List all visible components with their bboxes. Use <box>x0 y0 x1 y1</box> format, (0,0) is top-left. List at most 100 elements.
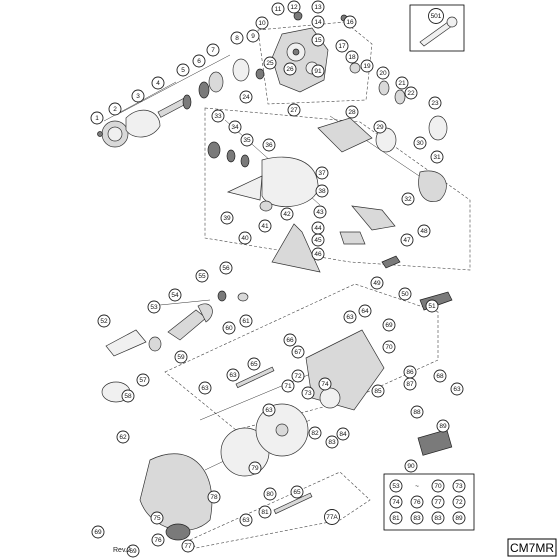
callout-label: 8 <box>235 35 239 42</box>
part-callout: 58 <box>121 389 135 403</box>
part-callout: 86 <box>403 365 417 379</box>
part-callout: 65 <box>290 485 304 499</box>
callout-label: 28 <box>348 109 356 116</box>
callout-label: 88 <box>413 409 421 416</box>
callout-circle <box>308 426 322 440</box>
callout-circle <box>226 368 240 382</box>
part-callout: 10 <box>255 16 269 30</box>
callout-label: 80 <box>266 491 274 498</box>
callout-circle <box>291 369 305 383</box>
part-callout: 34 <box>228 120 242 134</box>
callout-circle <box>382 318 396 332</box>
part-callout: 71 <box>281 379 295 393</box>
part-callout: 61 <box>239 314 253 328</box>
callout-circle <box>220 211 234 225</box>
callout-circle <box>403 377 417 391</box>
callout-circle <box>325 435 339 449</box>
part-callout: 25 <box>263 56 277 70</box>
part-callout: 59 <box>174 350 188 364</box>
kit-title-callout: 90 <box>404 459 418 473</box>
callout-circle <box>291 345 305 359</box>
part-callout: 38 <box>315 184 329 198</box>
model-box: CM7MR <box>507 538 557 557</box>
callout-label: 501 <box>431 13 442 20</box>
callout-label: 12 <box>290 4 298 11</box>
callout-circle <box>151 533 165 547</box>
callout-circle <box>150 511 164 525</box>
callout-circle <box>410 405 424 419</box>
callout-circle <box>373 120 387 134</box>
part-callout: 70 <box>382 340 396 354</box>
kit-item-label: 77 <box>434 499 442 506</box>
part-callout: 14 <box>311 15 325 29</box>
callout-label: 85 <box>374 388 382 395</box>
callout-label: 3 <box>136 93 140 100</box>
part-callout: 31 <box>430 150 444 164</box>
callout-circle <box>262 403 276 417</box>
callout-label: 53 <box>150 304 158 311</box>
callout-circle <box>207 490 221 504</box>
kit-item: 72 <box>452 495 466 509</box>
callout-circle <box>255 16 269 30</box>
callout-label: 37 <box>318 170 326 177</box>
part-callout: 23 <box>428 96 442 110</box>
callout-label: 84 <box>339 431 347 438</box>
callout-label: 27 <box>290 107 298 114</box>
part-callout: 50 <box>398 287 412 301</box>
part-callout: 3 <box>131 89 145 103</box>
callout-label: 36 <box>265 142 273 149</box>
part-callout: 32 <box>401 192 415 206</box>
callout-circle <box>404 459 418 473</box>
part-callout: 51 <box>425 299 439 313</box>
revision-label: Rev.2 <box>113 547 131 554</box>
callout-circle <box>382 340 396 354</box>
callout-label: 63 <box>346 314 354 321</box>
part-callout: 63 <box>198 381 212 395</box>
callout-circle <box>376 66 390 80</box>
callout-label: 29 <box>376 124 384 131</box>
part-callout: 76 <box>151 533 165 547</box>
callout-circle <box>239 513 253 527</box>
part-callout: 56 <box>219 261 233 275</box>
callout-label: 11 <box>275 6 282 13</box>
callout-label: 9 <box>251 33 255 40</box>
callout-label: 24 <box>242 94 250 101</box>
part-callout: 15 <box>311 33 325 47</box>
part-callout: 69 <box>91 525 105 539</box>
callout-label: 83 <box>328 439 336 446</box>
part-callout: 68 <box>433 369 447 383</box>
part-callout: 44 <box>311 221 325 235</box>
spindle-assembly <box>97 58 448 148</box>
callout-label: 42 <box>283 211 291 218</box>
callout-circle <box>311 64 325 78</box>
part-callout: 60 <box>222 321 236 335</box>
part-callout: 17 <box>335 39 349 53</box>
callout-circle <box>452 479 466 493</box>
callout-circle <box>324 509 340 525</box>
callout-label: 70 <box>385 344 393 351</box>
part-callout: 19 <box>360 59 374 73</box>
wrench-box <box>409 4 465 52</box>
callout-circle <box>280 207 294 221</box>
part-callout: 52 <box>97 314 111 328</box>
part-callout: 46 <box>311 247 325 261</box>
callout-label: 60 <box>225 325 233 332</box>
part-callout: 43 <box>313 205 327 219</box>
part-callout: 30 <box>413 136 427 150</box>
callout-circle <box>311 15 325 29</box>
callout-circle <box>247 357 261 371</box>
callout-circle <box>431 511 445 525</box>
callout-circle <box>311 0 325 14</box>
kit-item-label: ~ <box>415 483 419 490</box>
callout-circle <box>219 261 233 275</box>
callout-circle <box>131 89 145 103</box>
part-callout: 29 <box>373 120 387 134</box>
callout-circle <box>246 29 260 43</box>
part-callout: 64 <box>358 304 372 318</box>
kit-item-label: 83 <box>434 515 442 522</box>
callout-circle <box>389 495 403 509</box>
callout-label: 75 <box>153 515 161 522</box>
callout-circle <box>192 54 206 68</box>
